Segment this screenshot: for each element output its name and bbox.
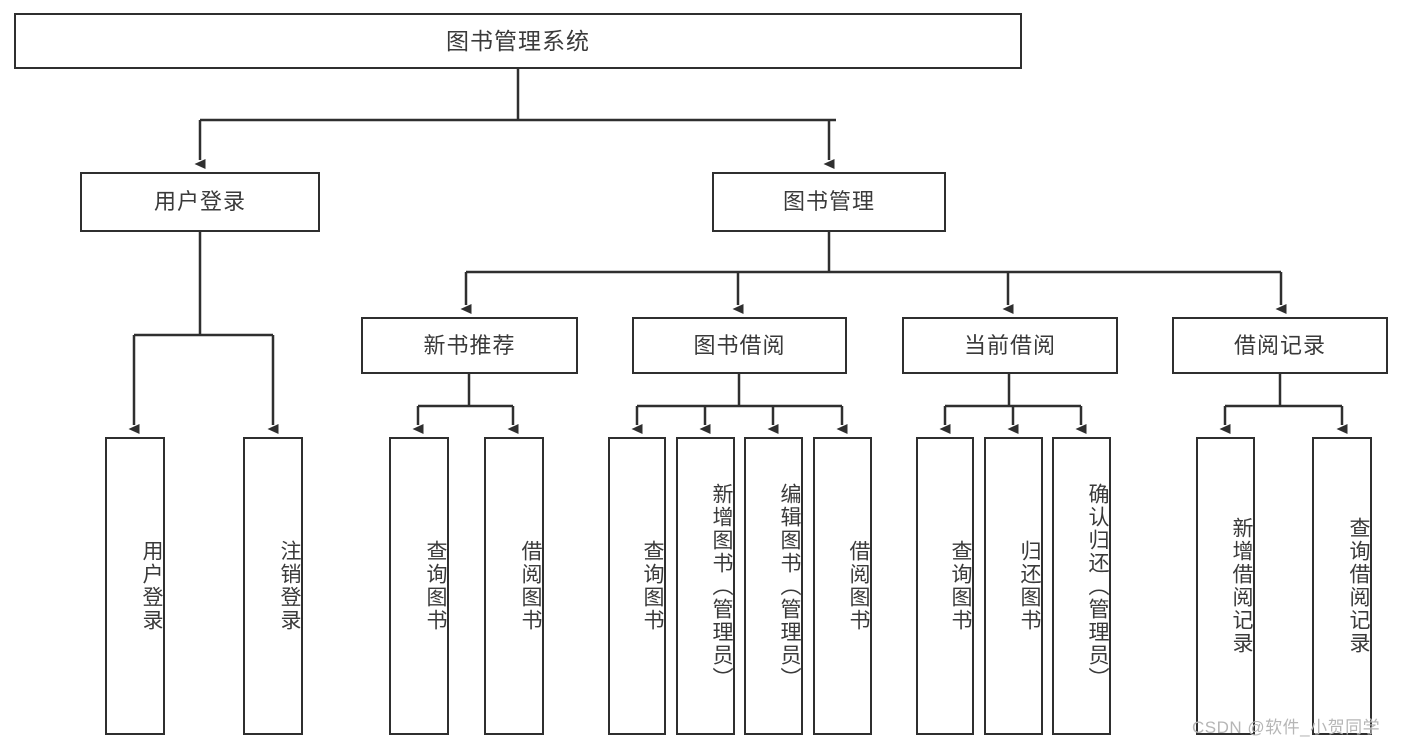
node-user-login[interactable]: 用户登录 — [80, 172, 320, 232]
leaf-user-login-label: 用户登录 — [140, 540, 163, 632]
leaf-borrow-book-recommend-label: 借阅图书 — [519, 540, 542, 632]
leaf-query-borrow-record-label: 查询借阅记录 — [1347, 517, 1370, 655]
leaf-logout-login[interactable]: 注销登录 — [243, 437, 303, 735]
node-current-borrow-label: 当前借阅 — [963, 332, 1056, 358]
leaf-logout-login-label: 注销登录 — [278, 540, 301, 632]
node-user-login-label: 用户登录 — [153, 189, 246, 215]
node-borrow-record[interactable]: 借阅记录 — [1172, 317, 1388, 374]
watermark: CSDN @软件_小贺同学 — [1192, 718, 1381, 737]
node-current-borrow[interactable]: 当前借阅 — [902, 317, 1118, 374]
leaf-query-book-borrow[interactable]: 查询图书 — [608, 437, 666, 735]
leaf-return-book-label: 归还图书 — [1018, 540, 1041, 632]
node-root[interactable]: 图书管理系统 — [14, 13, 1022, 69]
node-borrow-record-label: 借阅记录 — [1233, 332, 1326, 358]
leaf-add-book-admin[interactable]: 新增图书（管理员） — [676, 437, 735, 735]
leaf-edit-book-admin-label: 编辑图书（管理员） — [778, 482, 801, 690]
leaf-query-borrow-record[interactable]: 查询借阅记录 — [1312, 437, 1372, 735]
leaf-user-login[interactable]: 用户登录 — [105, 437, 165, 735]
leaf-edit-book-admin[interactable]: 编辑图书（管理员） — [744, 437, 803, 735]
leaf-query-book-borrow-label: 查询图书 — [641, 540, 664, 632]
leaf-confirm-return-admin-label: 确认归还（管理员） — [1086, 482, 1109, 690]
node-new-book-recommend-label: 新书推荐 — [423, 332, 516, 358]
leaf-borrow-book-recommend[interactable]: 借阅图书 — [484, 437, 544, 735]
node-book-management[interactable]: 图书管理 — [712, 172, 946, 232]
leaf-query-book-current-label: 查询图书 — [949, 540, 972, 632]
leaf-return-book[interactable]: 归还图书 — [984, 437, 1043, 735]
node-new-book-recommend[interactable]: 新书推荐 — [361, 317, 578, 374]
node-root-label: 图书管理系统 — [446, 27, 590, 54]
node-book-borrow-label: 图书借阅 — [693, 332, 786, 358]
leaf-query-book-recommend-label: 查询图书 — [424, 540, 447, 632]
leaf-query-book-recommend[interactable]: 查询图书 — [389, 437, 449, 735]
leaf-borrow-book-label: 借阅图书 — [847, 540, 870, 632]
leaf-add-borrow-record[interactable]: 新增借阅记录 — [1196, 437, 1255, 735]
leaf-add-borrow-record-label: 新增借阅记录 — [1230, 517, 1253, 655]
node-book-management-label: 图书管理 — [782, 189, 875, 215]
leaf-add-book-admin-label: 新增图书（管理员） — [710, 482, 733, 690]
node-book-borrow[interactable]: 图书借阅 — [632, 317, 847, 374]
leaf-borrow-book[interactable]: 借阅图书 — [813, 437, 872, 735]
leaf-confirm-return-admin[interactable]: 确认归还（管理员） — [1052, 437, 1111, 735]
leaf-query-book-current[interactable]: 查询图书 — [916, 437, 974, 735]
